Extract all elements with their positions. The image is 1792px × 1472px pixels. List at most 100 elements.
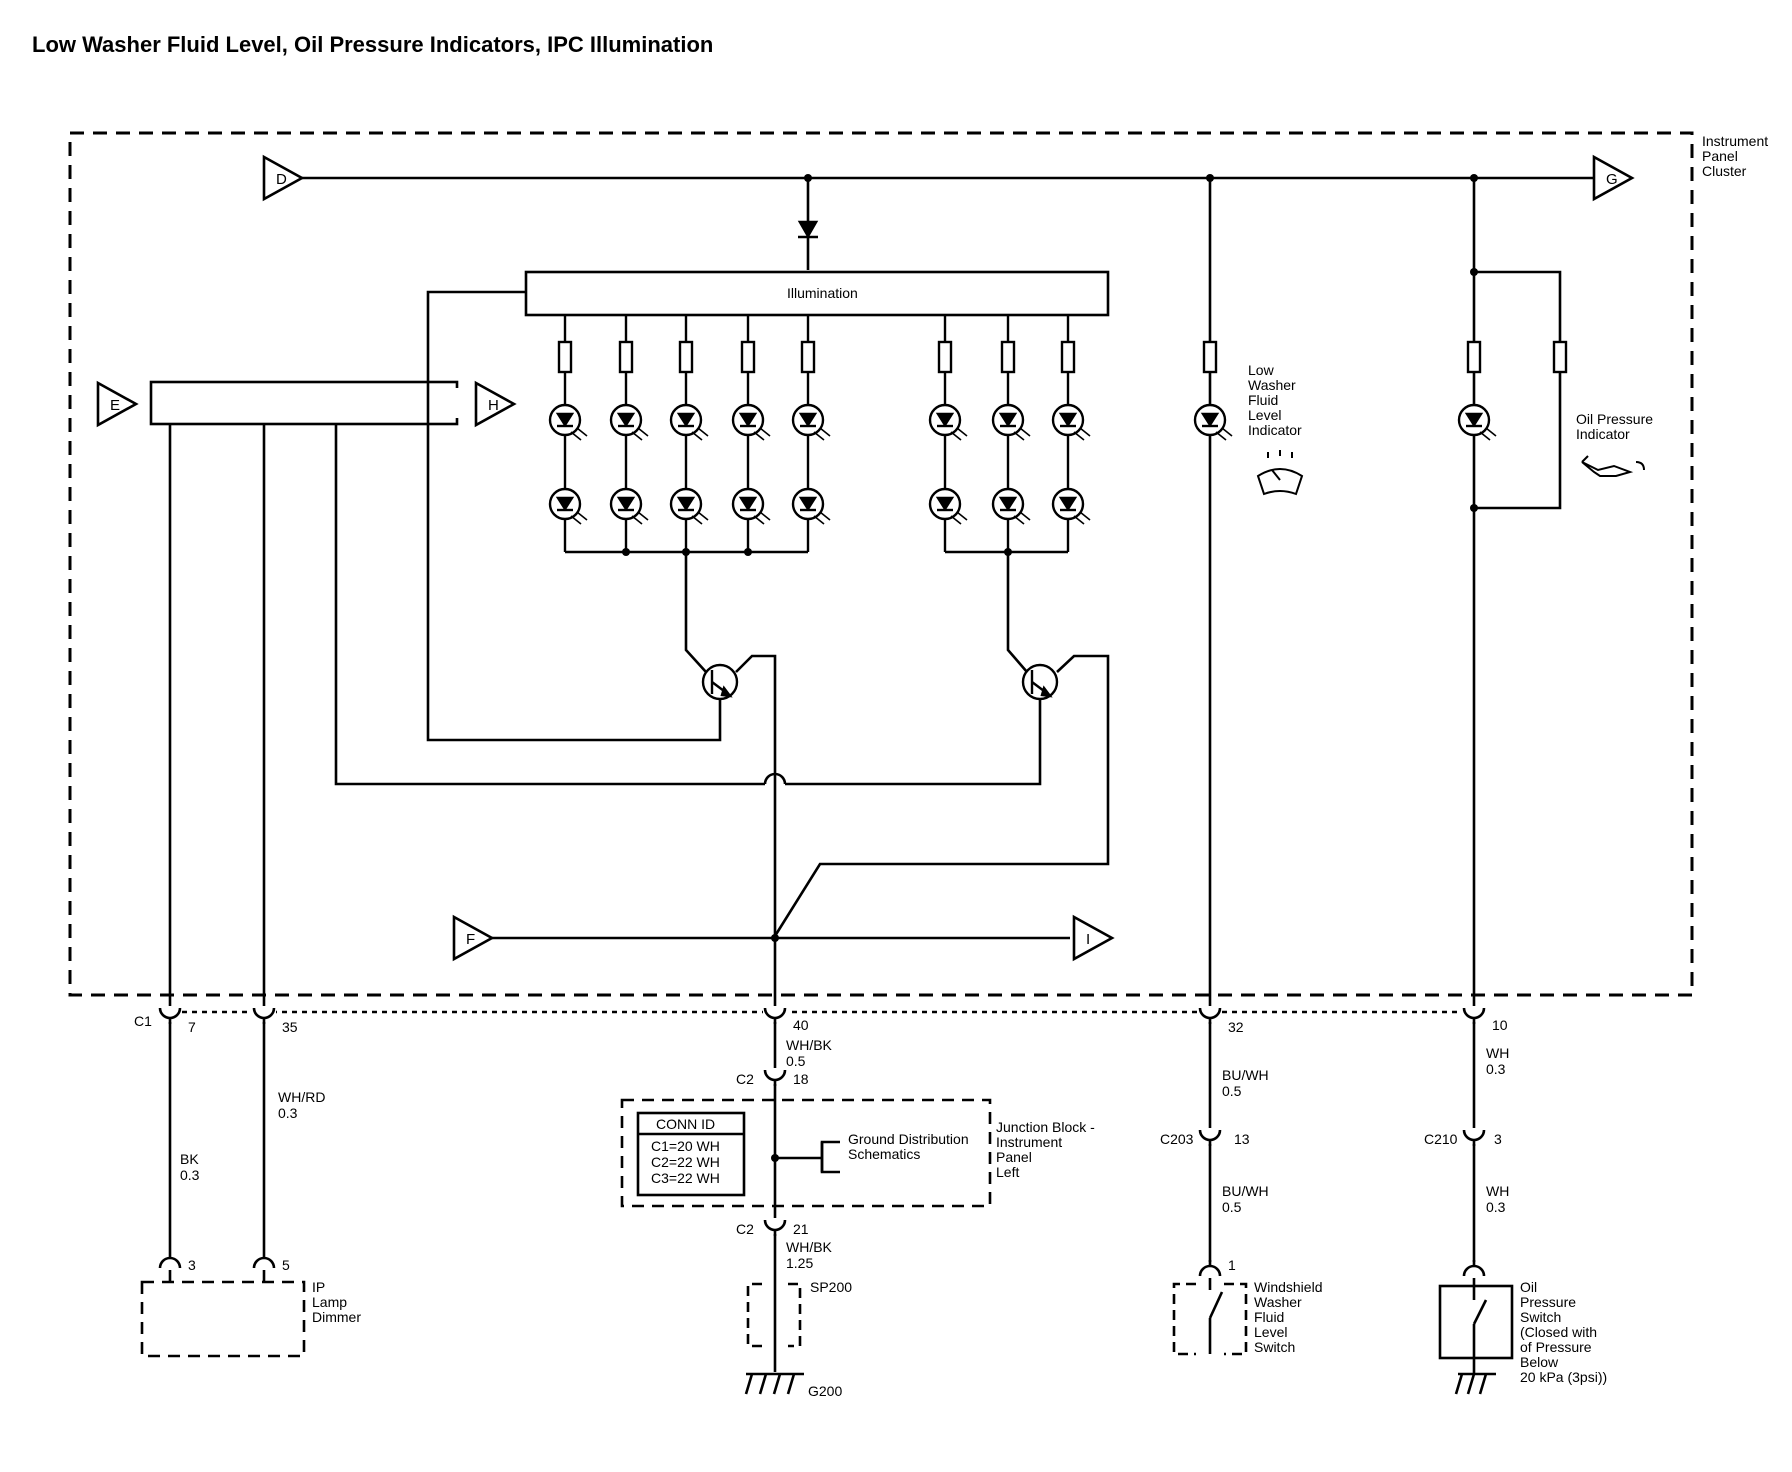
svg-text:E: E (110, 397, 120, 414)
svg-text:H: H (488, 397, 499, 414)
washer-switch-label-line: Fluid (1254, 1309, 1284, 1325)
sp200-splice (746, 1282, 802, 1348)
wire-color-bk: BK (180, 1151, 199, 1167)
led-column (991, 315, 1031, 552)
offpage-connector-f: F (452, 914, 495, 962)
conn-id-header: CONN ID (656, 1116, 715, 1132)
pin-10-label: 10 (1492, 1017, 1508, 1033)
washer-switch-label-line: Windshield (1254, 1279, 1322, 1295)
connector-c1-pin40 (763, 1006, 787, 1024)
washer-fluid-icon (1256, 450, 1304, 496)
conn-id-row-line: C3=22 WH (651, 1170, 720, 1186)
wire-gauge-buwh_top: 0.5 (1222, 1083, 1242, 1099)
washer-indicator-label-line: Low (1248, 362, 1275, 378)
washer-switch-label-line: Switch (1254, 1339, 1295, 1355)
dimmer-pin-5-label: 5 (282, 1257, 290, 1273)
offpage-connector-d: D (262, 154, 305, 202)
wire-color-wh_bot: WH (1486, 1183, 1509, 1199)
illumination-block (524, 270, 1110, 317)
transistor-1-icon (701, 663, 739, 701)
oil-switch-cap (1462, 1260, 1486, 1278)
wire-color-wh_top: WH (1486, 1045, 1509, 1061)
wire-color-buwh_bot: BU/WH (1222, 1183, 1269, 1199)
c203-pin-13-label: 13 (1234, 1131, 1250, 1147)
led-column (1051, 315, 1091, 552)
conn-id-row-line: C2=22 WH (651, 1154, 720, 1170)
wire-gauge-wh_top: 0.3 (1486, 1061, 1506, 1077)
washer-resistor (1202, 340, 1218, 374)
washer-switch-label-line: Washer (1254, 1294, 1302, 1310)
instrument-panel-cluster-boundary (68, 131, 1694, 997)
washer-switch-label-line: Level (1254, 1324, 1287, 1340)
oil-switch-label-line: of Pressure (1520, 1339, 1592, 1355)
offpage-connector-h: H (474, 380, 517, 428)
wire-gauge-bk: 0.3 (180, 1167, 200, 1183)
junction-block-boundary (620, 1098, 992, 1208)
oil-switch-label-line: Below (1520, 1354, 1559, 1370)
connector-c1-pin35 (252, 1006, 276, 1024)
offpage-connector-e: E (96, 380, 139, 428)
connector-c210-pin3 (1462, 1128, 1486, 1146)
junction-dots (622, 174, 1478, 1162)
led-column (791, 315, 831, 552)
module-name-line: Cluster (1702, 163, 1747, 179)
oil-indicator-led (1457, 403, 1497, 441)
pin-7-label: 7 (188, 1019, 196, 1035)
wire-gauge-wh_bot: 0.3 (1486, 1199, 1506, 1215)
dimmer-pin5 (252, 1252, 276, 1270)
washer-indicator-led (1193, 403, 1233, 441)
transistor-2-icon (1021, 663, 1059, 701)
led-column (731, 315, 771, 552)
connector-c203-pin13 (1198, 1128, 1222, 1146)
splice-label: SP200 (810, 1279, 852, 1295)
wire-gauge-whbk_top: 0.5 (786, 1053, 806, 1069)
connector-c2-bottom-label: C2 (736, 1221, 754, 1237)
washer-indicator-label-line: Indicator (1248, 422, 1302, 438)
module-name-line: Panel (1702, 148, 1738, 164)
wire-gauge-whrd: 0.3 (278, 1105, 298, 1121)
diagram-title: Low Washer Fluid Level, Oil Pressure Ind… (32, 32, 714, 57)
connector-c203-label: C203 (1160, 1131, 1194, 1147)
c2-pin-18-label: 18 (793, 1071, 809, 1087)
wire-color-whrd: WH/RD (278, 1089, 325, 1105)
connector-c2-top-label: C2 (736, 1071, 754, 1087)
ip-dimmer-label-line: Lamp (312, 1294, 347, 1310)
oil-switch-label-line: Pressure (1520, 1294, 1576, 1310)
led-column (548, 315, 588, 552)
conn-id-row-line: C1=20 WH (651, 1138, 720, 1154)
svg-text:D: D (276, 171, 287, 188)
pin-32-label: 32 (1228, 1019, 1244, 1035)
dimmer-interface-block (149, 380, 459, 426)
connector-c2-pin18 (763, 1068, 787, 1086)
svg-text:I: I (1086, 931, 1090, 948)
washer-indicator-label-line: Washer (1248, 377, 1296, 393)
oil-switch-label-line: Oil (1520, 1279, 1537, 1295)
svg-text:G: G (1606, 171, 1618, 188)
led-column (669, 315, 709, 552)
led-column (609, 315, 649, 552)
offpage-connector-i: I (1072, 914, 1115, 962)
oil-can-icon (1581, 455, 1645, 477)
washer-indicator-label-line: Level (1248, 407, 1281, 423)
offpage-connector-g: G (1592, 154, 1635, 202)
connector-c1-pin32 (1198, 1006, 1222, 1024)
oil-indicator-label-line: Indicator (1576, 426, 1630, 442)
junction-block-label-line: Junction Block - (996, 1119, 1095, 1135)
washer-indicator-label-line: Fluid (1248, 392, 1278, 408)
washer-switch-pin-label: 1 (1228, 1257, 1236, 1273)
oil-switch-label-line: 20 kPa (3psi)) (1520, 1369, 1607, 1385)
c210-pin-3-label: 3 (1494, 1131, 1502, 1147)
ground-distribution-label-line: Schematics (848, 1146, 920, 1162)
oil-indicator-label-line: Oil Pressure (1576, 411, 1653, 427)
wire-color-buwh_top: BU/WH (1222, 1067, 1269, 1083)
wire-gauge-whbk_bot: 1.25 (786, 1255, 813, 1271)
diode-icon (797, 220, 819, 239)
svg-text:F: F (466, 931, 475, 948)
connector-c210-label: C210 (1424, 1131, 1458, 1147)
washer-switch-pin1 (1198, 1260, 1222, 1278)
junction-block-label-line: Instrument (996, 1134, 1062, 1150)
dimmer-pin3 (158, 1252, 182, 1270)
connector-c2-pin21 (763, 1218, 787, 1236)
wire-color-whbk_bot: WH/BK (786, 1239, 833, 1255)
